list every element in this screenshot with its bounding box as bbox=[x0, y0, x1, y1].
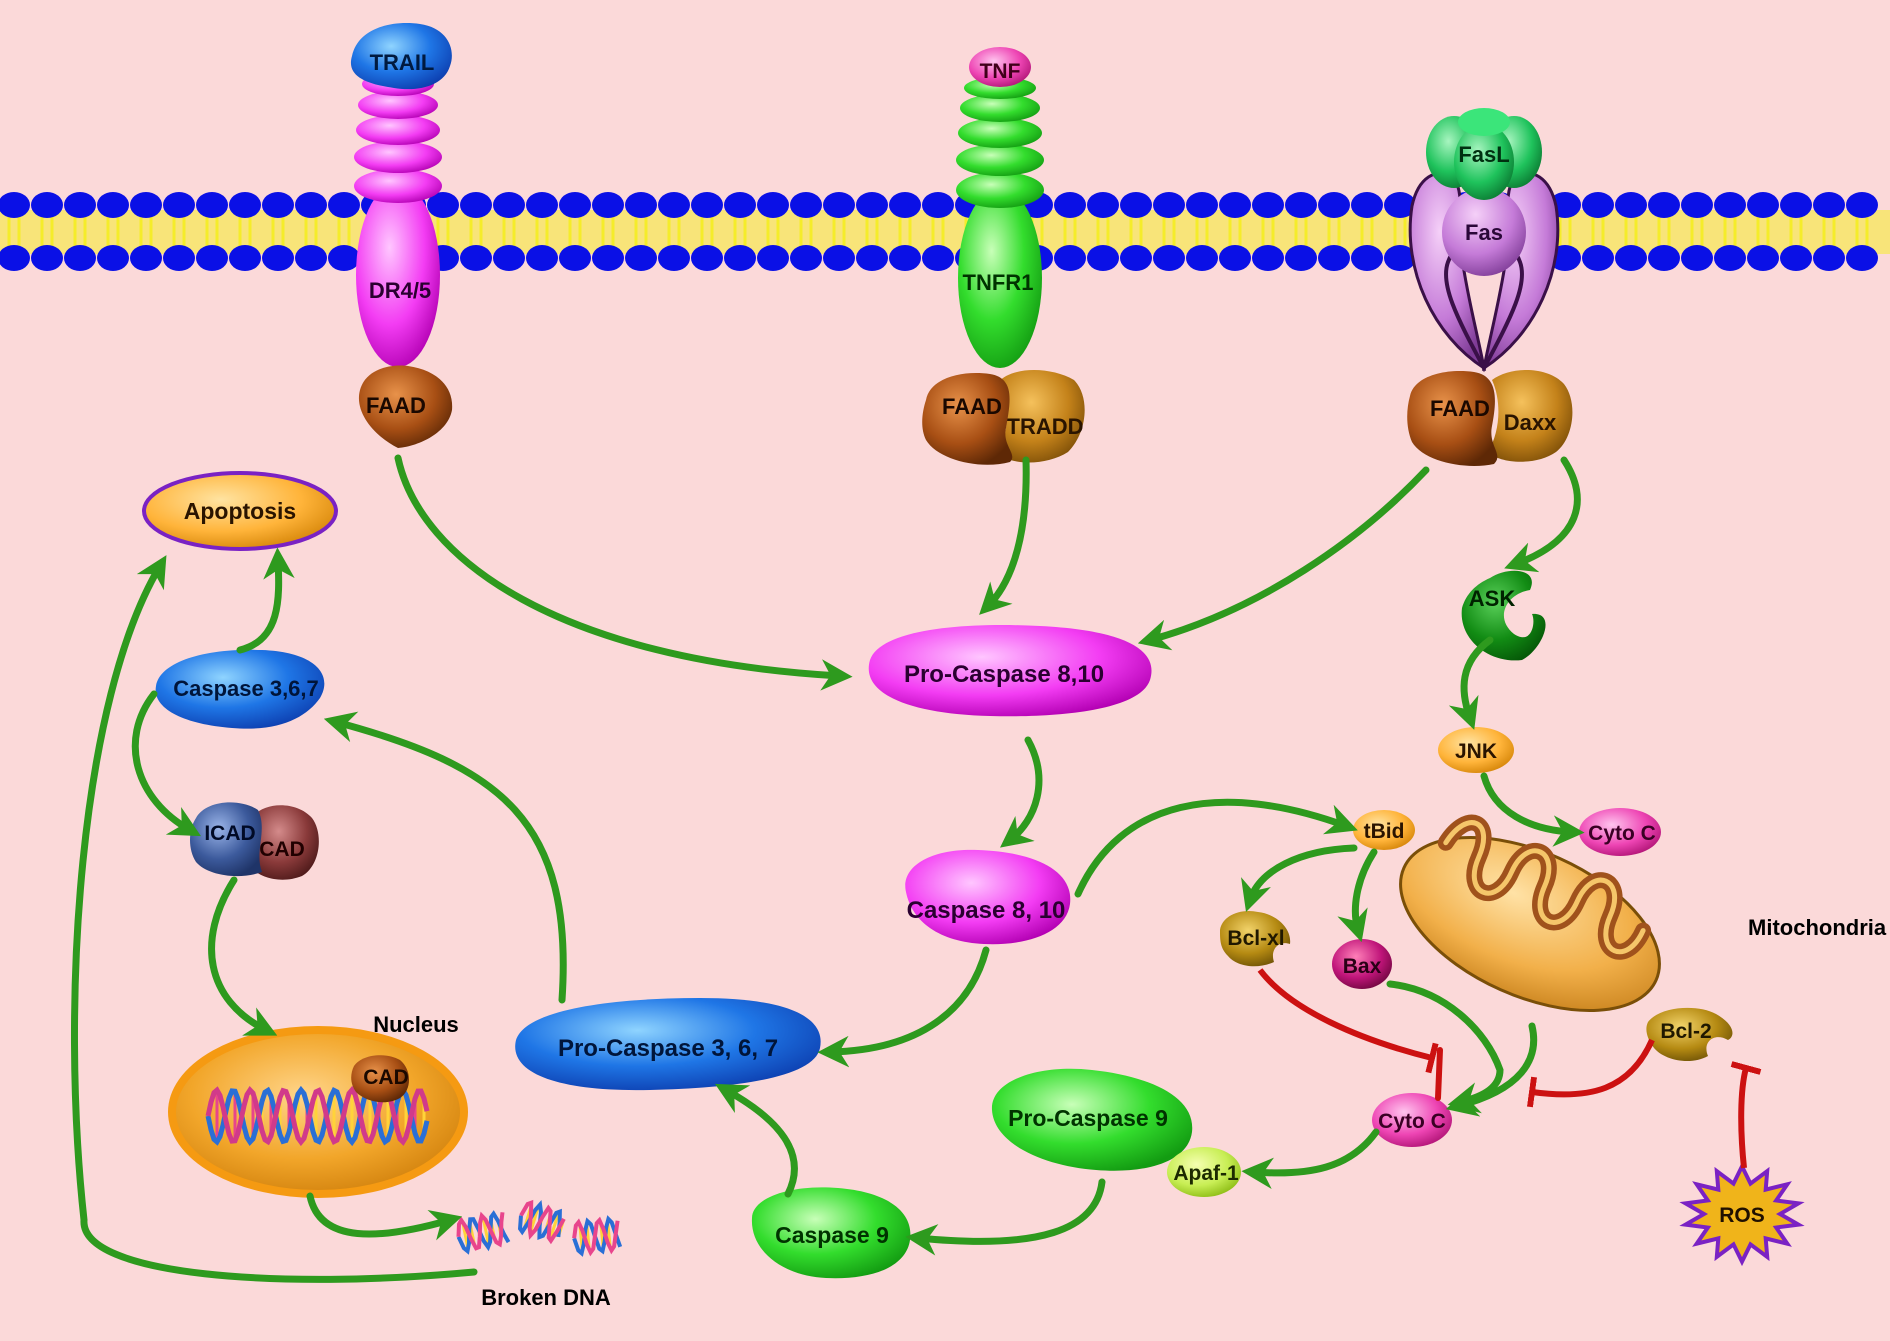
arrow-caspase-9-to-pro-caspase-3-6-7 bbox=[726, 1090, 794, 1194]
ros-star: ROS bbox=[1686, 1166, 1799, 1261]
daxx-adaptor: Daxx bbox=[1488, 370, 1572, 462]
arrow-nucleus-to-broken-dna bbox=[310, 1196, 450, 1234]
caspase-8-10-label: Caspase 8, 10 bbox=[907, 897, 1066, 924]
arrow-faad1-to-pro-caspase-8-10 bbox=[398, 458, 840, 676]
faad-label-1: FAAD bbox=[366, 393, 426, 418]
cad-label: CAD bbox=[259, 838, 305, 861]
tnf-ligand: TNF bbox=[969, 47, 1031, 87]
tnf-label: TNF bbox=[980, 60, 1021, 83]
apaf-1-label: Apaf-1 bbox=[1173, 1162, 1239, 1185]
ask-kinase: ASK bbox=[1462, 571, 1546, 661]
cyto-c-top: Cyto C bbox=[1579, 808, 1661, 856]
bax-label: Bax bbox=[1343, 955, 1382, 978]
faad-adaptor-1: FAAD bbox=[359, 366, 452, 448]
nucleus-label: Nucleus bbox=[373, 1012, 459, 1037]
nucleus: CAD Nucleus bbox=[172, 1012, 464, 1194]
jnk-kinase: JNK bbox=[1438, 727, 1514, 773]
caspase-3-6-7-label: Caspase 3,6,7 bbox=[173, 676, 319, 701]
arrow-faad3-to-pro-caspase-8-10 bbox=[1150, 470, 1426, 640]
apoptosis-node: Apoptosis bbox=[144, 473, 336, 549]
broken-dna-icon bbox=[455, 1200, 620, 1254]
cyto-c-bottom: Cyto C bbox=[1372, 1093, 1452, 1147]
bcl-xl-label: Bcl-xl bbox=[1227, 927, 1284, 950]
arrow-pro-caspase-8-10-to-caspase-8-10 bbox=[1010, 740, 1039, 840]
pro-caspase-9: Pro-Caspase 9 bbox=[992, 1069, 1192, 1171]
arrow-bax-to-cyto-c bbox=[1390, 984, 1500, 1102]
inhibition-stems bbox=[1438, 1050, 1440, 1098]
arrow-jnk-to-cyto-c bbox=[1484, 776, 1572, 832]
dr45-receptor: DR4/5 bbox=[354, 72, 442, 367]
pro-caspase-3-6-7: Pro-Caspase 3, 6, 7 bbox=[515, 998, 820, 1090]
icad-label: ICAD bbox=[204, 822, 255, 845]
fas-label: Fas bbox=[1465, 220, 1503, 245]
dr45-label: DR4/5 bbox=[369, 278, 431, 303]
tradd-label: TRADD bbox=[1007, 414, 1084, 439]
arrow-caspase-3-6-7-to-apoptosis bbox=[240, 560, 279, 650]
faad-adaptor-2: FAAD bbox=[922, 373, 1012, 465]
icad-cad-complex: ICAD CAD bbox=[190, 802, 319, 879]
caspase-3-6-7: Caspase 3,6,7 bbox=[156, 650, 325, 729]
arrow-pro-caspase-9-to-caspase-9 bbox=[918, 1182, 1102, 1241]
cad-nucleus-label: CAD bbox=[363, 1066, 409, 1089]
broken-dna-label: Broken DNA bbox=[481, 1285, 611, 1310]
bax-protein: Bax bbox=[1332, 939, 1392, 989]
apaf-1-protein: Apaf-1 bbox=[1167, 1147, 1241, 1197]
arrow-tbid-to-bax bbox=[1355, 852, 1374, 930]
ask-label: ASK bbox=[1469, 586, 1516, 611]
pro-caspase-3-6-7-label: Pro-Caspase 3, 6, 7 bbox=[558, 1035, 778, 1062]
arrow-cyto-c-to-apaf-1 bbox=[1254, 1132, 1376, 1173]
caspase-8-10: Caspase 8, 10 bbox=[905, 850, 1070, 944]
pro-caspase-8-10-label: Pro-Caspase 8,10 bbox=[904, 661, 1104, 688]
apoptosis-label: Apoptosis bbox=[184, 498, 296, 524]
arrow-daxx-to-ask bbox=[1516, 460, 1577, 564]
arrow-pro-caspase-3-6-7-to-caspase-3-6-7 bbox=[336, 722, 563, 1000]
faad-adaptor-3: FAAD bbox=[1407, 371, 1497, 466]
arrow-caspase-8-10-to-pro-caspase-3-6-7 bbox=[830, 950, 986, 1052]
inhibit-bcl-xl-tail bbox=[1438, 1050, 1440, 1098]
tnfr1-label: TNFR1 bbox=[963, 270, 1034, 295]
mitochondria-label: Mitochondria bbox=[1748, 915, 1887, 940]
bcl-2-label: Bcl-2 bbox=[1660, 1020, 1711, 1043]
inhibit-bcl-2 bbox=[1532, 1040, 1652, 1094]
jnk-label: JNK bbox=[1455, 740, 1497, 763]
faad-label-2: FAAD bbox=[942, 394, 1002, 419]
faad-label-3: FAAD bbox=[1430, 396, 1490, 421]
bcl-xl-protein: Bcl-xl bbox=[1220, 911, 1290, 966]
inhibit-ros bbox=[1741, 1068, 1746, 1168]
arrow-icad-cad-to-nucleus bbox=[212, 880, 266, 1030]
cell-membrane bbox=[0, 192, 1890, 271]
tnfr1-receptor: TNFR1 bbox=[956, 77, 1044, 368]
caspase-9: Caspase 9 bbox=[752, 1187, 910, 1278]
bcl-2-protein: Bcl-2 bbox=[1646, 1008, 1732, 1061]
arrow-caspase-8-10-to-tbid bbox=[1078, 802, 1346, 894]
tbid-protein: tBid bbox=[1353, 810, 1415, 850]
fas-receptor: Fas bbox=[1410, 173, 1558, 368]
pro-caspase-9-label: Pro-Caspase 9 bbox=[1008, 1105, 1168, 1131]
cyto-c-top-label: Cyto C bbox=[1588, 822, 1656, 845]
tbid-label: tBid bbox=[1364, 820, 1405, 843]
ros-label: ROS bbox=[1719, 1204, 1765, 1227]
broken-dna: Broken DNA bbox=[455, 1200, 620, 1310]
arrow-tradd-to-pro-caspase-8-10 bbox=[988, 460, 1026, 606]
caspase-9-label: Caspase 9 bbox=[775, 1222, 889, 1248]
daxx-label: Daxx bbox=[1504, 410, 1557, 435]
trail-label: TRAIL bbox=[370, 50, 435, 75]
trail-ligand: TRAIL bbox=[351, 23, 452, 89]
cyto-c-bottom-label: Cyto C bbox=[1378, 1110, 1446, 1133]
fasl-label: FasL bbox=[1458, 142, 1509, 167]
arrow-tbid-to-bcl-xl bbox=[1250, 848, 1354, 900]
pro-caspase-8-10: Pro-Caspase 8,10 bbox=[869, 625, 1152, 716]
